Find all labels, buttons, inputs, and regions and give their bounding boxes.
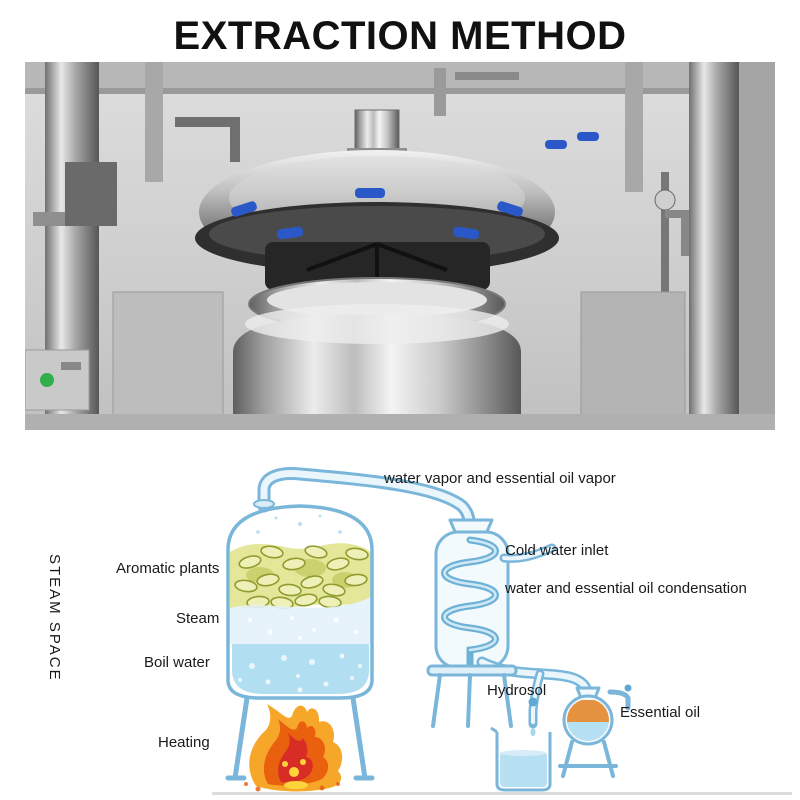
burner-stand: [225, 695, 375, 781]
separator-stand: [558, 740, 618, 778]
side-cabinets: [112, 291, 686, 430]
oil-layer: [567, 700, 609, 722]
still-flask-outline: [226, 504, 374, 700]
right-piping: [654, 172, 689, 362]
vapor-dots: [256, 514, 342, 534]
label-aromatic-plants: Aromatic plants: [116, 560, 220, 577]
green-button: [40, 373, 54, 387]
label-essential-oil: Essential oil: [620, 704, 701, 721]
hydrosol-outlet: [490, 669, 552, 792]
label-heating: Heating: [158, 734, 210, 751]
machine-photo-art: [25, 62, 775, 430]
page-title: EXTRACTION METHOD: [173, 14, 627, 58]
floor: [25, 414, 775, 430]
label-water-vapor: water vapor and essential oil vapor: [384, 470, 616, 487]
control-panel: [25, 349, 90, 411]
oil-tap-handle: [624, 684, 632, 692]
burner-flame: [244, 704, 343, 792]
coil-highlight: [443, 538, 497, 652]
vapor-tube: [257, 467, 477, 545]
flask-neck-collar: [253, 499, 275, 509]
embers: [244, 782, 340, 792]
distillation-diagram: STEAM SPACE water vapor and essential oi…: [0, 440, 800, 800]
condenser: [426, 518, 593, 728]
water-drop: [530, 728, 536, 736]
hydrosol-layer: [567, 722, 609, 741]
label-condensation: water and essential oil condensation: [505, 580, 747, 597]
steam-layer: [230, 596, 371, 644]
hydraulic-columns: [33, 62, 775, 430]
dome-lid: [195, 150, 559, 290]
tap-handle: [528, 697, 538, 707]
distillation-art: [212, 467, 792, 795]
label-cold-water-inlet: Cold water inlet: [505, 542, 609, 559]
machine-photo: [25, 62, 775, 430]
still-flask: [226, 499, 374, 700]
steam-dots: [248, 616, 358, 640]
burner: [225, 695, 375, 792]
condenser-stand: [426, 664, 518, 728]
vessel-body: [233, 277, 521, 430]
label-steam-space: STEAM SPACE: [46, 554, 63, 682]
beaker: [490, 726, 552, 792]
boil-water-layer: [232, 644, 369, 694]
label-hydrosol: Hydrosol: [487, 682, 547, 699]
surface-line: [212, 792, 792, 795]
lid-clamps: [231, 188, 523, 240]
machine-frame: [25, 62, 775, 192]
hydrosol-tap-tube: [528, 669, 545, 729]
label-steam: Steam: [176, 610, 220, 627]
flame-core: [282, 759, 308, 789]
label-boil-water: Boil water: [144, 654, 210, 671]
oil-separator: [558, 684, 632, 778]
oil-tap: [607, 689, 631, 711]
plant-seeds: [234, 545, 369, 610]
cold-water-inlet-tube: [499, 543, 557, 563]
water-bubbles: [238, 653, 362, 693]
